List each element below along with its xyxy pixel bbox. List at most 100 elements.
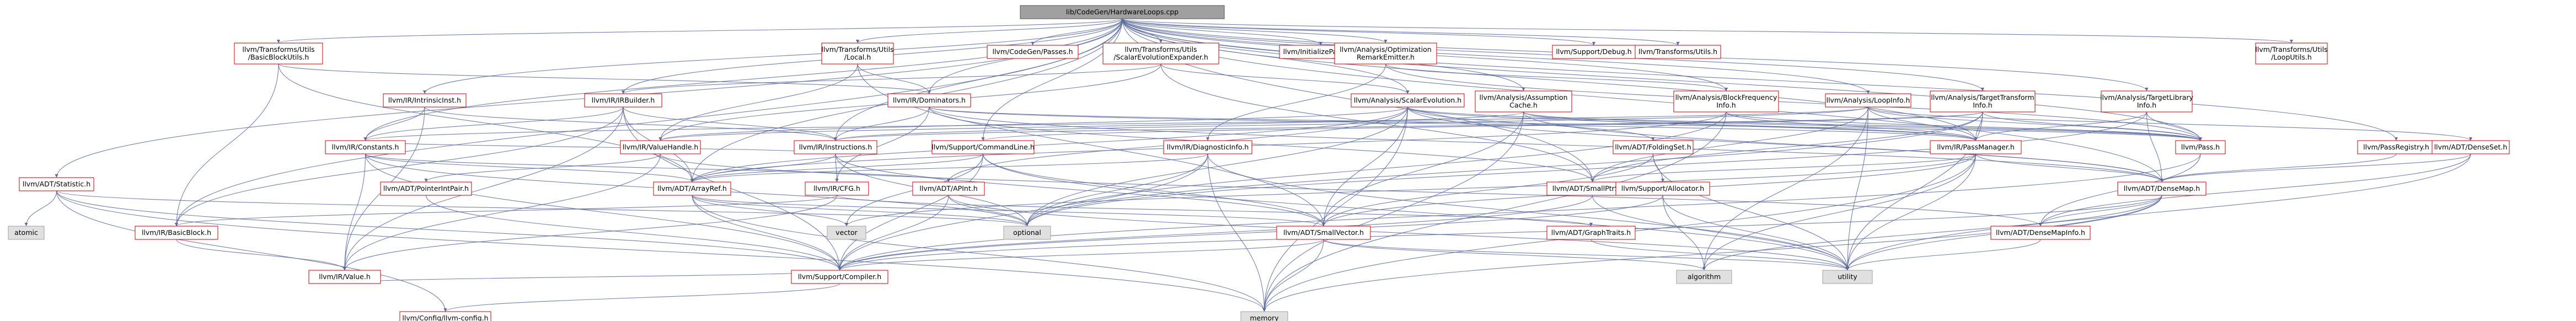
edge-tsee-to-asev [1160,63,1409,94]
node-irconst[interactable]: llvm/IR/Constants.h [325,140,406,154]
node-scomp[interactable]: llvm/Support/Compiler.h [791,270,888,284]
node-label: llvm/ADT/DenseMap.h [2124,184,2200,192]
edge-tbbu-to-irdom [278,63,930,94]
node-box [2255,42,2328,65]
node-box [399,311,491,321]
node-adtstat[interactable]: llvm/ADT/Statistic.h [19,177,94,191]
node-scl[interactable]: llvm/Support/CommandLine.h [931,140,1035,154]
edge-arrowhead [658,137,662,141]
node-label: llvm/Analysis/Optimization [1340,45,1431,54]
node-tutils[interactable]: llvm/Transforms/Utils.h [1635,45,1721,59]
node-label: Info.h [1716,101,1736,109]
node-tlu[interactable]: llvm/Transforms/Utils/LoopUtils.h [2255,42,2328,65]
node-adtfold[interactable]: llvm/ADT/FoldingSet.h [1613,140,1694,154]
node-ircfg[interactable]: llvm/IR/CFG.h [805,181,869,196]
node-irbb[interactable]: llvm/IR/BasicBlock.h [135,226,218,240]
edge-atti-to-ppass [1982,111,2201,141]
edge-irvh-to-adtdmi [660,153,2041,227]
edge-aac-to-memory [1263,111,1524,312]
node-preg[interactable]: llvm/PassRegistry.h [2357,140,2435,154]
node-label: llvm/ADT/PointerIntPair.h [383,184,469,192]
node-box [2175,140,2226,154]
node-label: memory [1250,314,1279,321]
edge-atli-to-optional [1026,111,2147,227]
node-root[interactable]: lib/CodeGen/HardwareLoops.cpp [1020,5,1225,19]
node-adtarr[interactable]: llvm/ADT/ArrayRef.h [653,181,731,196]
edge-irbuilder-to-irvalue [344,106,624,271]
node-cgp[interactable]: llvm/CodeGen/Passes.h [987,45,1079,59]
node-irintr[interactable]: llvm/IR/IntrinsicInst.h [383,93,467,108]
edge-adtfold-to-salloc [1652,153,1663,183]
node-adtapint[interactable]: llvm/ADT/APInt.h [912,181,985,196]
edge-abfi-to-memory [1263,111,1727,312]
edge-ali-to-adtdset [1867,106,2471,141]
node-memory[interactable]: memory [1240,311,1288,321]
node-box [1003,226,1051,240]
node-irdiag[interactable]: llvm/IR/DiagnosticInfo.h [1163,140,1252,154]
edge-scl-to-scomp [839,153,984,271]
node-irdom[interactable]: llvm/IR/Dominators.h [887,93,971,108]
edge-arrowhead [1592,42,1595,45]
node-box [308,270,381,284]
edge-adtsv-to-utility [1323,239,1848,271]
node-salloc[interactable]: llvm/Support/Allocator.h [1615,181,1710,196]
node-adtsv[interactable]: llvm/ADT/SmallVector.h [1276,226,1371,240]
edge-irpm-to-adtdmap [1975,153,2162,183]
node-ppass[interactable]: llvm/Pass.h [2175,140,2226,154]
node-adtdmi[interactable]: llvm/ADT/DenseMapInfo.h [1990,226,2091,240]
node-label: /LoopUtils.h [2271,53,2312,61]
node-adtdset[interactable]: llvm/ADT/DenseSet.h [2432,140,2510,154]
edge-aac-to-irpm [1523,111,1977,141]
edge-root-to-irconst [365,18,1123,141]
edge-irdom-to-adtdmap [929,106,2162,183]
node-asev[interactable]: llvm/Analysis/ScalarEvolution.h [1351,93,1465,108]
node-label: llvm/IR/PassManager.h [1937,143,2015,151]
node-box [794,140,877,154]
edge-arrowhead [856,40,859,43]
node-label: Info.h [1973,101,1992,109]
node-sdebug[interactable]: llvm/Support/Debug.h [1552,45,1636,59]
node-box [987,45,1079,59]
node-algorithm[interactable]: algorithm [1676,270,1732,284]
edge-root-to-sdebug [1122,18,1594,46]
edge-atti-to-optional [1026,111,1983,227]
node-tbbu[interactable]: llvm/Transforms/Utils/BasicBlockUtils.h [234,42,323,65]
node-adtdmap[interactable]: llvm/ADT/DenseMap.h [2117,181,2207,196]
edge-atli-to-adtdmap [2146,111,2162,183]
node-atomic[interactable]: atomic [8,226,45,240]
node-cfg[interactable]: llvm/Config/llvm-config.h [399,311,491,321]
edge-arrowhead [1319,42,1322,45]
node-box [1546,226,1636,240]
edge-irconst-to-adtapint [365,153,949,183]
node-adtgt[interactable]: llvm/ADT/GraphTraits.h [1546,226,1636,240]
edge-root-to-irbb [176,18,1123,227]
node-irinst[interactable]: llvm/IR/Instructions.h [794,140,877,154]
edge-arrowhead [2160,179,2163,182]
node-tsee[interactable]: llvm/Transforms/Utils/ScalarEvolutionExp… [1102,42,1219,65]
node-irvalue[interactable]: llvm/IR/Value.h [308,270,381,284]
edge-tbbu-to-irbb [176,63,279,227]
edge-root-to-irintr [424,18,1123,94]
node-vector[interactable]: vector [827,226,866,240]
node-tlocal[interactable]: llvm/Transforms/Utils/Local.h [821,42,894,65]
edge-adtsv-to-memory [1263,239,1324,312]
edge-asev-to-irvh [660,106,1409,141]
node-irpm[interactable]: llvm/IR/PassManager.h [1930,140,2022,154]
node-box [1334,42,1437,65]
edge-adtdmi-to-utility [1847,239,2041,271]
node-optional[interactable]: optional [1003,226,1051,240]
node-ali[interactable]: llvm/Analysis/LoopInfo.h [1825,93,1911,108]
node-adtptp[interactable]: llvm/ADT/PointerIntPair.h [380,181,472,196]
node-aore[interactable]: llvm/Analysis/OptimizationRemarkEmitter.… [1334,42,1437,65]
node-utility[interactable]: utility [1822,270,1873,284]
edge-arrowhead [838,267,842,270]
node-irvh[interactable]: llvm/IR/ValueHandle.h [620,140,701,154]
node-label: utility [1838,272,1857,281]
edge-aac-to-ppass [1523,111,2201,141]
node-irbuilder[interactable]: llvm/IR/IRBuilder.h [584,93,662,108]
node-label: /BasicBlockUtils.h [248,53,309,61]
